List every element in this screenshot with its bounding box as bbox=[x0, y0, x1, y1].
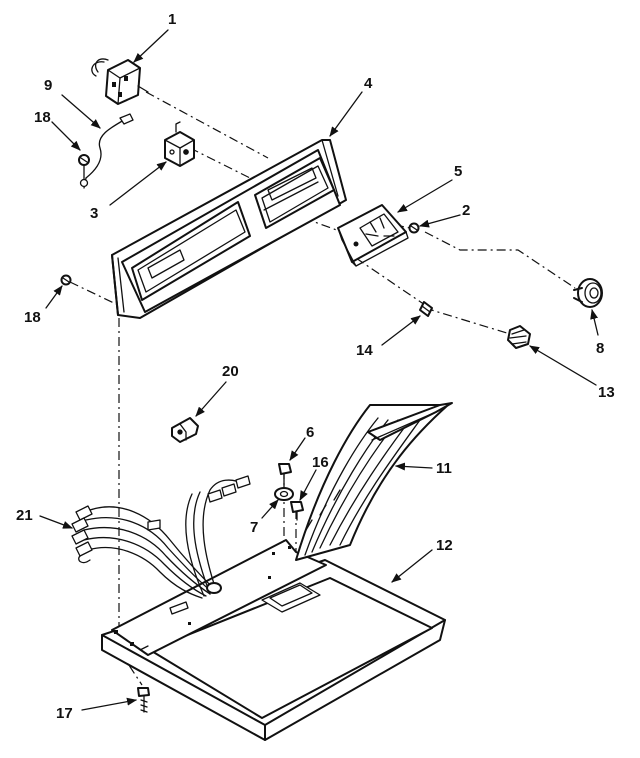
callout-20: 20 bbox=[222, 363, 239, 380]
callout-numbers: 1 2 3 4 5 6 7 8 9 11 12 13 14 16 17 18 1… bbox=[16, 11, 615, 722]
callout-3: 3 bbox=[90, 205, 98, 222]
clip-part-20 bbox=[171, 417, 199, 443]
callout-5: 5 bbox=[454, 163, 462, 180]
callout-13: 13 bbox=[598, 384, 615, 401]
screw-part-14 bbox=[419, 301, 433, 317]
callout-1: 1 bbox=[168, 11, 176, 28]
wire-harness-part-21 bbox=[71, 475, 251, 599]
screw-part-18-upper bbox=[78, 154, 90, 188]
washer-part-7 bbox=[274, 487, 294, 501]
screw-part-18-lower bbox=[60, 274, 72, 286]
knob-part-8 bbox=[573, 278, 603, 308]
screw-part-16 bbox=[290, 501, 304, 521]
assembly-dashed-lines bbox=[69, 91, 576, 686]
knob-part-13 bbox=[507, 325, 531, 349]
screw-part-2 bbox=[408, 222, 420, 234]
switch-part-1 bbox=[91, 58, 149, 105]
console-panel bbox=[111, 139, 347, 319]
callout-7: 7 bbox=[250, 519, 258, 536]
callout-17: 17 bbox=[56, 705, 73, 722]
callout-9: 9 bbox=[44, 77, 52, 94]
callout-11: 11 bbox=[436, 460, 452, 477]
terminal-block-part-3 bbox=[164, 121, 195, 167]
callout-14: 14 bbox=[356, 342, 373, 359]
callout-6: 6 bbox=[306, 424, 314, 441]
callout-12: 12 bbox=[436, 537, 453, 554]
callout-4: 4 bbox=[364, 75, 373, 92]
callout-21: 21 bbox=[16, 507, 33, 524]
callout-18-lower: 18 bbox=[24, 309, 41, 326]
callout-leaders bbox=[39, 29, 599, 711]
ground-wire-part-9 bbox=[83, 113, 134, 189]
screw-part-17 bbox=[137, 687, 150, 713]
callout-8: 8 bbox=[596, 340, 604, 357]
callout-2: 2 bbox=[462, 202, 470, 219]
timer-part-5 bbox=[337, 204, 409, 267]
wire-harness-part-11 bbox=[295, 402, 453, 561]
screw-part-6 bbox=[278, 463, 292, 489]
callout-16: 16 bbox=[312, 454, 329, 471]
top-panel-part-12 bbox=[101, 539, 446, 741]
callout-18-upper: 18 bbox=[34, 109, 51, 126]
